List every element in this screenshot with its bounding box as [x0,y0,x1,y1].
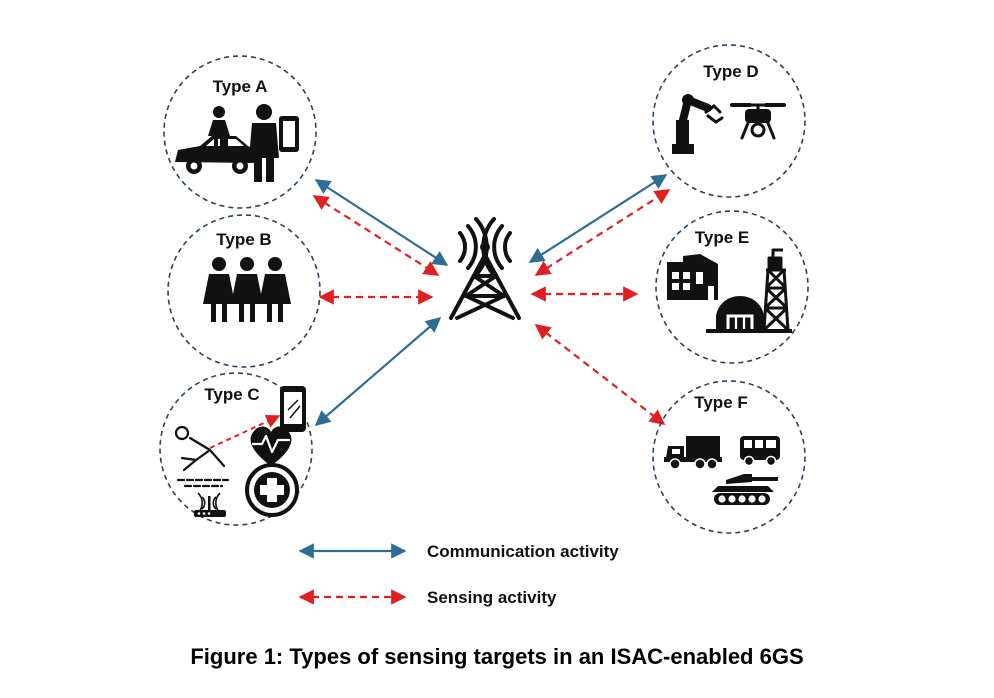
woman-icon [208,106,230,150]
robot-arm-icon [672,94,724,154]
factory-icon [667,254,718,300]
fallen-person-icon [174,425,230,488]
type-a-label: Type A [213,77,268,96]
sensing-arrow-f [534,324,666,425]
bus-icon [740,436,780,467]
type-e-circle [655,210,809,364]
type-e-label: Type E [695,228,749,247]
dome-building-icon [716,296,764,330]
legend-comm-label: Communication activity [427,542,619,561]
type-b-circle [167,214,321,368]
type-c-circle [159,372,313,526]
type-c-label: Type C [204,385,259,404]
type-c-group: Type C [159,372,313,526]
legend: Communication activity Sensing activity [298,542,619,607]
legend-sensing-label: Sensing activity [427,588,557,607]
connection-arrows [312,174,671,427]
type-b-label: Type B [216,230,271,249]
type-f-label: Type F [694,393,748,412]
crowd-icon [203,257,291,322]
type-a-circle [163,55,317,209]
medical-cross-icon [245,463,299,517]
comm-arrow-d [528,174,668,263]
smartphone-icon [280,386,306,432]
drone-icon [730,103,786,140]
military-truck-icon [664,436,722,470]
type-d-group: Type D [652,44,806,198]
sensing-link-c [209,414,281,449]
figure-caption: Figure 1: Types of sensing targets in an… [190,644,804,669]
sensing-arrow-d [534,189,671,276]
wifi-router-icon [194,492,226,517]
type-d-label: Type D [703,62,758,81]
type-f-group: Type F [652,380,806,534]
type-d-circle [652,44,806,198]
tank-icon [712,474,778,505]
comm-arrow-a [314,179,449,266]
ground-line [706,329,792,333]
type-a-group: Type A [163,55,317,209]
comm-arrow-c [314,316,442,427]
type-e-group: Type E [655,210,809,364]
heart-rate-icon [250,426,292,466]
type-f-circle [652,380,806,534]
cell-tower-icon [449,217,521,320]
isac-diagram: Type A Type B [159,44,809,607]
man-with-phone-icon [249,104,299,182]
type-b-group: Type B [167,214,321,368]
watchtower-icon [762,248,790,332]
sensing-arrow-a [312,195,440,276]
